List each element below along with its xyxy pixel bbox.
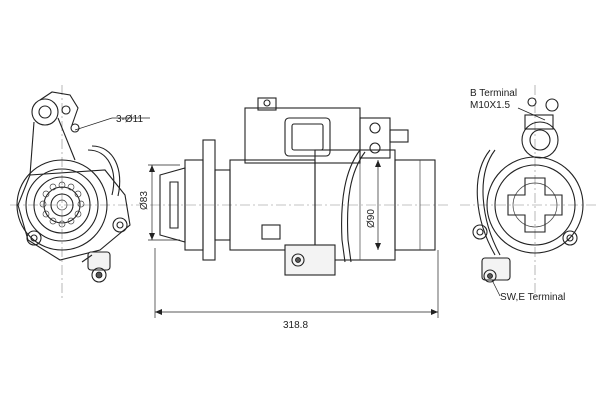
diameter-body-label: Ø90	[366, 209, 377, 228]
swe-terminal-label: SW,E Terminal	[500, 292, 565, 303]
b-terminal-thread-label: M10X1.5	[470, 100, 510, 111]
diameter-left-label: Ø83	[139, 191, 150, 210]
b-terminal-label: B Terminal	[470, 88, 517, 99]
holes-label: 3-Ø11	[116, 114, 143, 125]
front-view: 3-Ø11	[10, 85, 150, 300]
side-view: Ø83 Ø90 318.8	[139, 97, 450, 331]
overall-length-label: 318.8	[283, 320, 308, 331]
pinion-gear-icon	[39, 181, 85, 228]
rear-view: B Terminal M10X1.5 SW,E Terminal	[460, 85, 598, 303]
